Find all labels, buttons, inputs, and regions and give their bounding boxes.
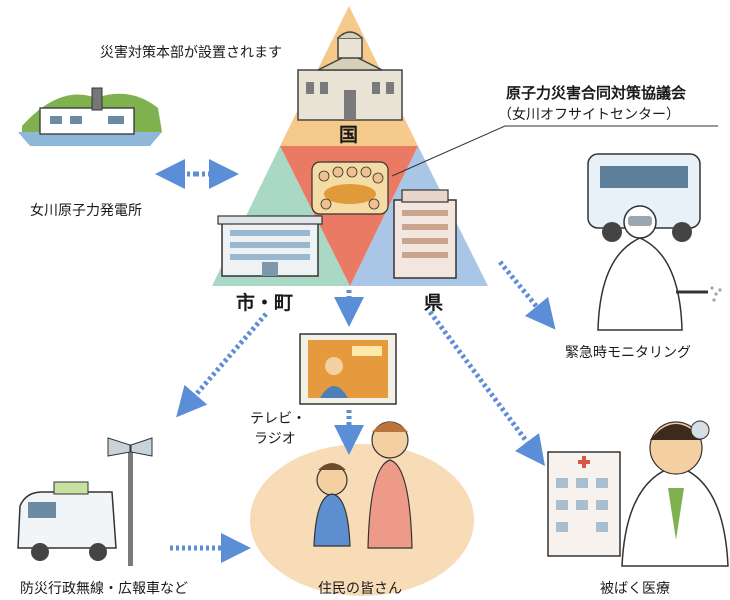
residents-icon bbox=[313, 421, 413, 549]
meeting-icon bbox=[311, 161, 389, 215]
broadcast-label: 防災行政無線・広報車など bbox=[20, 581, 188, 597]
arrow-to-monitoring bbox=[498, 260, 556, 330]
headquarters-note: 災害対策本部が設置されます bbox=[100, 45, 282, 61]
residents-label: 住民の皆さん bbox=[318, 581, 402, 597]
arrow-to-medical bbox=[427, 310, 545, 467]
city-town-label: 市・町 bbox=[236, 292, 294, 314]
prefecture-office-icon bbox=[393, 189, 457, 279]
government-building-icon bbox=[297, 31, 403, 121]
hospital-icon bbox=[547, 451, 621, 557]
monitoring-label: 緊急時モニタリング bbox=[565, 345, 691, 361]
tv-radio-label-line1: テレビ・ bbox=[250, 411, 306, 427]
city-hall-icon bbox=[217, 215, 323, 277]
loudspeaker-pole-icon bbox=[107, 437, 153, 566]
council-label: 原子力災害合同対策協議会 bbox=[506, 84, 687, 102]
medical-label: 被ばく医療 bbox=[600, 581, 670, 597]
power-plant-label: 女川原子力発電所 bbox=[30, 203, 142, 219]
pr-van-icon bbox=[17, 481, 117, 561]
arrow-to-broadcast bbox=[176, 312, 268, 418]
prefecture-label: 県 bbox=[424, 292, 444, 314]
doctor-icon bbox=[621, 420, 729, 567]
council-leader-line bbox=[391, 125, 506, 177]
tv-radio-label-line2: ラジオ bbox=[254, 431, 296, 447]
flow-arrows bbox=[155, 159, 556, 563]
television-icon bbox=[299, 333, 397, 405]
power-plant-icon bbox=[18, 87, 162, 146]
council-sublabel: （女川オフサイトセンター） bbox=[498, 107, 680, 123]
residents-area bbox=[250, 444, 474, 596]
monitoring-car-icon bbox=[587, 153, 722, 331]
national-label: 国 bbox=[339, 124, 359, 146]
